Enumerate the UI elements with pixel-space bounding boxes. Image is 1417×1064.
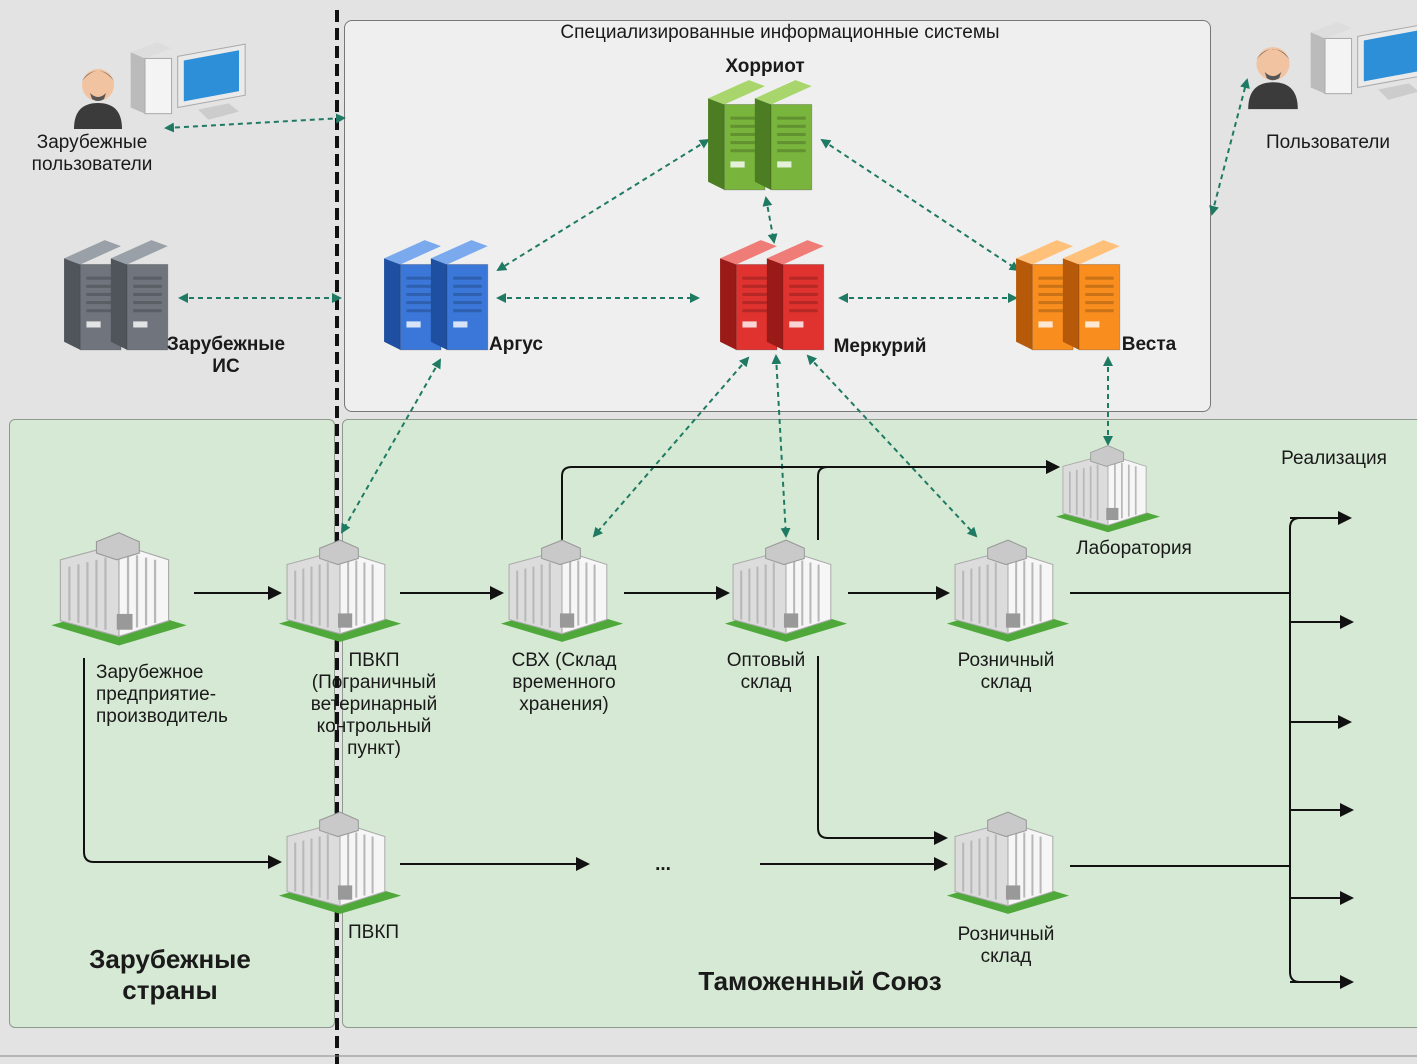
ellipsis-label: ... — [655, 854, 671, 875]
argus-server-icon — [383, 239, 489, 351]
conn-horriot-argus — [496, 138, 710, 272]
conn-horriot-vesta — [820, 138, 1020, 272]
foreign-users-label: Зарубежные пользователи — [31, 132, 153, 175]
customs-union-label: Таможенный Союз — [698, 966, 942, 996]
argus-label: Аргус — [489, 334, 543, 355]
foreign-user-icon — [74, 69, 122, 129]
conn-mercury-wholesale — [771, 354, 791, 538]
pvkp-label: ПВКП (Пограничный ветеринарный контрольн… — [310, 650, 438, 759]
horriot-server-icon — [707, 79, 813, 191]
flow-wholesale-retail2 — [817, 656, 948, 845]
laboratory-building-icon — [1056, 444, 1160, 534]
user-icon — [1248, 47, 1298, 110]
wholesale-label: Оптовый склад — [726, 650, 806, 693]
svh-label: СВХ (Склад временного хранения) — [511, 650, 617, 715]
retail2-label: Розничный склад — [957, 924, 1055, 967]
vesta-label: Веста — [1121, 334, 1177, 355]
conn-users-is — [1209, 78, 1250, 216]
conn-mercury-retail — [806, 354, 978, 538]
pvkp-building-icon — [278, 539, 402, 643]
wholesale-building-icon — [724, 539, 848, 643]
flow-producer-pvkp2 — [83, 658, 282, 869]
sales-label: Реализация — [1281, 448, 1387, 469]
is-region-title: Специализированные информационные систем… — [560, 22, 1000, 43]
foreign-computer-icon — [130, 41, 246, 121]
producer-building-icon — [50, 531, 188, 647]
flow-wholesale-lab — [817, 460, 1060, 540]
vesta-server-icon — [1015, 239, 1121, 351]
horriot-label: Хорриот — [725, 56, 805, 77]
conn-foreign-users-is — [164, 113, 346, 133]
pvkp2-label: ПВКП — [348, 922, 400, 943]
retail-label: Розничный склад — [957, 650, 1055, 693]
retail-building-icon — [946, 539, 1070, 643]
foreign-is-label: Зарубежные ИС — [166, 334, 286, 377]
conn-horriot-mercury — [762, 196, 778, 244]
pvkp2-building-icon — [278, 811, 402, 915]
retail2-building-icon — [946, 811, 1070, 915]
computer-icon — [1310, 21, 1417, 101]
sales-arrows — [1290, 511, 1354, 989]
mercury-label: Меркурий — [833, 336, 927, 357]
mercury-server-icon — [719, 239, 825, 351]
conn-mercury-svh — [592, 356, 750, 538]
conn-argus-pvkp — [341, 358, 441, 534]
foreign-countries-label: Зарубежные страны — [89, 944, 251, 1005]
svh-building-icon — [500, 539, 624, 643]
producer-label: Зарубежное предприятие- производитель — [96, 662, 228, 727]
laboratory-label: Лаборатория — [1076, 538, 1192, 559]
flow-svh-lab — [561, 460, 1060, 540]
foreign-countries-region — [9, 419, 335, 1028]
users-label: Пользователи — [1265, 132, 1390, 153]
